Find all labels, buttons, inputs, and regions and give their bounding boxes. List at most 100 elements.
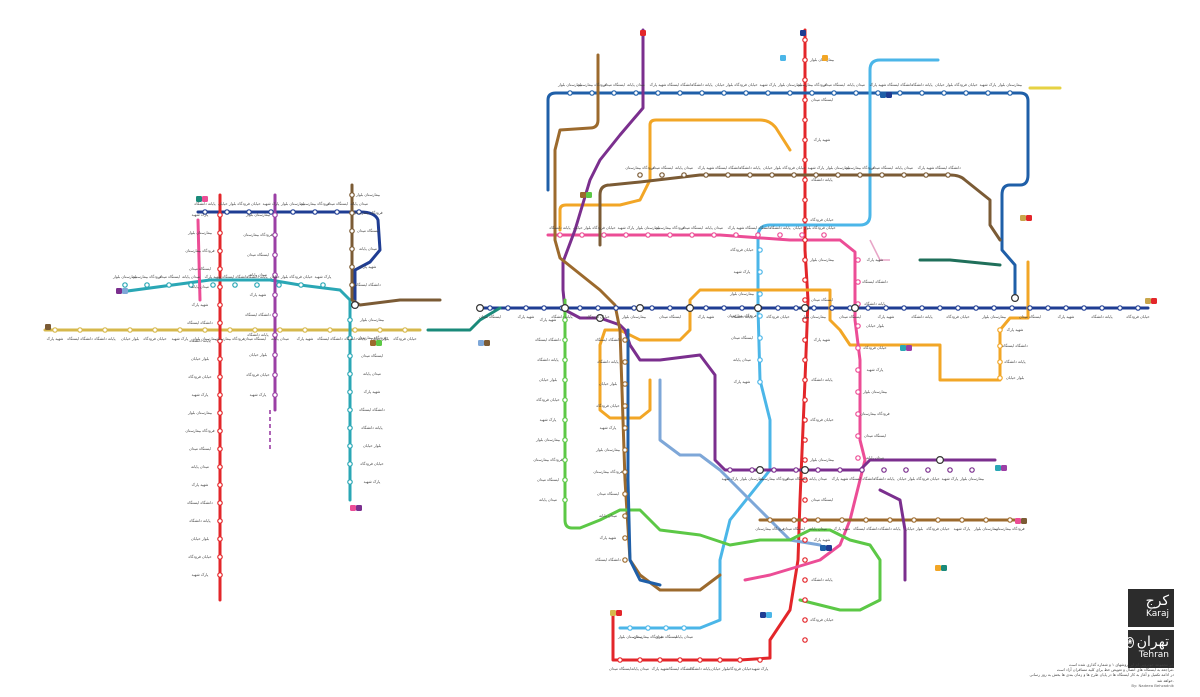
station-marker[interactable] bbox=[703, 305, 709, 311]
station-marker[interactable] bbox=[622, 337, 628, 343]
station-marker[interactable] bbox=[349, 228, 355, 234]
station-marker[interactable] bbox=[217, 482, 223, 488]
station-marker[interactable] bbox=[935, 517, 941, 523]
station-marker[interactable] bbox=[711, 232, 717, 238]
station-marker[interactable] bbox=[217, 392, 223, 398]
station-marker[interactable] bbox=[224, 209, 230, 215]
station-marker[interactable] bbox=[144, 282, 150, 288]
station-marker[interactable] bbox=[560, 304, 569, 313]
station-marker[interactable] bbox=[1135, 305, 1141, 311]
station-marker[interactable] bbox=[802, 377, 808, 383]
station-marker[interactable] bbox=[562, 377, 568, 383]
station-marker[interactable] bbox=[800, 466, 809, 475]
station-marker[interactable] bbox=[829, 305, 835, 311]
station-marker[interactable] bbox=[855, 433, 861, 439]
karaj-line-6[interactable] bbox=[196, 218, 202, 302]
tehran-line-1[interactable] bbox=[611, 28, 810, 662]
station-marker[interactable] bbox=[802, 397, 808, 403]
station-marker[interactable] bbox=[1010, 294, 1019, 303]
station-marker[interactable] bbox=[802, 277, 808, 283]
station-marker[interactable] bbox=[557, 232, 563, 238]
station-marker[interactable] bbox=[725, 172, 731, 178]
station-marker[interactable] bbox=[855, 367, 861, 373]
station-marker[interactable] bbox=[757, 357, 763, 363]
station-marker[interactable] bbox=[349, 264, 355, 270]
station-marker[interactable] bbox=[802, 117, 808, 123]
station-marker[interactable] bbox=[802, 197, 808, 203]
station-marker[interactable] bbox=[883, 305, 889, 311]
station-marker[interactable] bbox=[802, 437, 808, 443]
station-marker[interactable] bbox=[188, 282, 194, 288]
station-marker[interactable] bbox=[802, 237, 808, 243]
station-marker[interactable] bbox=[837, 467, 843, 473]
station-marker[interactable] bbox=[677, 90, 683, 96]
station-marker[interactable] bbox=[659, 172, 665, 178]
station-marker[interactable] bbox=[771, 467, 777, 473]
station-marker[interactable] bbox=[983, 517, 989, 523]
station-marker[interactable] bbox=[802, 177, 808, 183]
station-marker[interactable] bbox=[1081, 305, 1087, 311]
station-marker[interactable] bbox=[217, 230, 223, 236]
station-marker[interactable] bbox=[897, 90, 903, 96]
station-marker[interactable] bbox=[903, 467, 909, 473]
station-marker[interactable] bbox=[347, 371, 353, 377]
station-marker[interactable] bbox=[791, 172, 797, 178]
station-marker[interactable] bbox=[802, 257, 808, 263]
station-marker[interactable] bbox=[919, 305, 925, 311]
station-marker[interactable] bbox=[217, 572, 223, 578]
station-marker[interactable] bbox=[645, 232, 651, 238]
station-marker[interactable] bbox=[487, 305, 493, 311]
station-marker[interactable] bbox=[703, 172, 709, 178]
tehran-line-9[interactable] bbox=[598, 173, 1002, 247]
station-marker[interactable] bbox=[799, 232, 805, 238]
station-marker[interactable] bbox=[595, 314, 604, 323]
station-marker[interactable] bbox=[887, 517, 893, 523]
station-marker[interactable] bbox=[217, 248, 223, 254]
station-marker[interactable] bbox=[755, 466, 764, 475]
station-marker[interactable] bbox=[802, 597, 808, 603]
station-marker[interactable] bbox=[919, 90, 925, 96]
station-marker[interactable] bbox=[777, 232, 783, 238]
station-marker[interactable] bbox=[663, 625, 669, 631]
station-marker[interactable] bbox=[356, 209, 362, 215]
station-marker[interactable] bbox=[334, 209, 340, 215]
station-marker[interactable] bbox=[637, 172, 643, 178]
station-marker[interactable] bbox=[937, 305, 943, 311]
station-marker[interactable] bbox=[217, 554, 223, 560]
station-marker[interactable] bbox=[997, 343, 1003, 349]
station-marker[interactable] bbox=[743, 90, 749, 96]
station-marker[interactable] bbox=[217, 356, 223, 362]
station-marker[interactable] bbox=[802, 37, 808, 43]
station-marker[interactable] bbox=[622, 425, 628, 431]
station-marker[interactable] bbox=[562, 477, 568, 483]
station-marker[interactable] bbox=[997, 375, 1003, 381]
station-marker[interactable] bbox=[881, 467, 887, 473]
station-marker[interactable] bbox=[272, 352, 278, 358]
station-marker[interactable] bbox=[991, 305, 997, 311]
station-marker[interactable] bbox=[272, 312, 278, 318]
station-marker[interactable] bbox=[217, 284, 223, 290]
station-marker[interactable] bbox=[377, 327, 383, 333]
station-marker[interactable] bbox=[802, 57, 808, 63]
tehran-ring-line[interactable] bbox=[546, 91, 1030, 300]
station-marker[interactable] bbox=[935, 456, 944, 465]
station-marker[interactable] bbox=[567, 90, 573, 96]
station-marker[interactable] bbox=[613, 305, 619, 311]
station-marker[interactable] bbox=[815, 517, 821, 523]
station-marker[interactable] bbox=[802, 617, 808, 623]
station-marker[interactable] bbox=[787, 90, 793, 96]
station-marker[interactable] bbox=[737, 657, 743, 663]
station-marker[interactable] bbox=[802, 337, 808, 343]
station-marker[interactable] bbox=[749, 467, 755, 473]
station-marker[interactable] bbox=[699, 90, 705, 96]
station-marker[interactable] bbox=[622, 381, 628, 387]
station-marker[interactable] bbox=[923, 172, 929, 178]
station-marker[interactable] bbox=[327, 327, 333, 333]
station-marker[interactable] bbox=[791, 517, 797, 523]
station-marker[interactable] bbox=[217, 410, 223, 416]
station-marker[interactable] bbox=[757, 291, 763, 297]
station-marker[interactable] bbox=[863, 517, 869, 523]
station-marker[interactable] bbox=[627, 625, 633, 631]
station-marker[interactable] bbox=[402, 327, 408, 333]
station-marker[interactable] bbox=[757, 657, 763, 663]
